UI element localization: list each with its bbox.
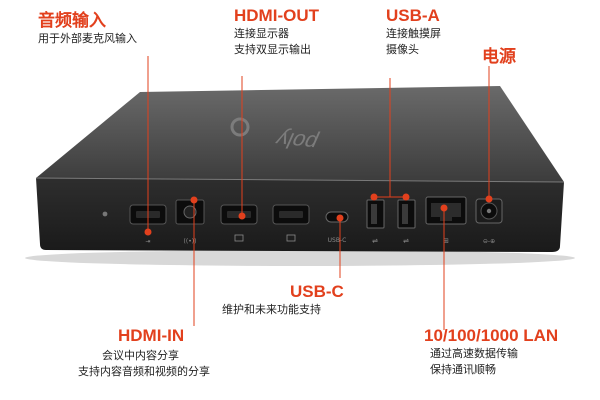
callout-lan: 10/100/1000 LAN 通过高速数据传输 保持通讯顺畅 — [424, 326, 558, 378]
usb-a-port-icon — [397, 199, 416, 229]
callout-desc: 支持内容音频和视频的分享 — [78, 365, 210, 378]
callout-title: 电源 — [482, 47, 516, 66]
callout-hdmi-in-desc: 会议中内容分享 支持内容音频和视频的分享 — [78, 348, 210, 380]
callout-dots — [144, 193, 493, 236]
svg-text:((•)): ((•)) — [184, 238, 197, 245]
callout-desc: 会议中内容分享 — [102, 349, 179, 362]
hdmi-port-icon — [272, 204, 310, 225]
callout-desc: 维护和未来功能支持 — [222, 303, 321, 316]
svg-text:⇌: ⇌ — [403, 237, 409, 245]
callout-desc: 连接显示器 — [234, 27, 289, 40]
usb-a-port-icon — [366, 199, 385, 229]
callout-power: 电源 — [482, 42, 516, 67]
callout-desc: 用于外部麦克风输入 — [38, 32, 137, 45]
audio-jack-icon — [175, 199, 205, 225]
svg-text:⇥: ⇥ — [145, 238, 150, 245]
callout-desc: 保持通讯顺畅 — [430, 363, 496, 376]
port-legends: ⇥ ((•)) USB-C ⇌ ⇌ ⊞ ⊖-⊕ — [145, 234, 495, 245]
callout-hdmi-out: HDMI-OUT 连接显示器 支持双显示输出 — [234, 6, 319, 58]
callout-desc: 支持双显示输出 — [234, 43, 311, 56]
callout-desc: 连接触摸屏 — [386, 27, 441, 40]
callout-title: 音频输入 — [38, 11, 106, 30]
callout-hdmi-in: HDMI-IN — [118, 326, 184, 346]
callout-usb-c: USB-C 维护和未来功能支持 — [222, 282, 344, 318]
status-led — [102, 211, 108, 217]
callout-desc: 摄像头 — [386, 43, 419, 56]
svg-text:⇌: ⇌ — [372, 237, 378, 245]
svg-text:USB-C: USB-C — [328, 237, 347, 244]
callout-title: HDMI-OUT — [234, 6, 319, 25]
device-shadow — [25, 250, 575, 266]
power-port-icon — [475, 198, 503, 224]
callout-desc: 通过高速数据传输 — [430, 347, 518, 360]
callout-title: 10/100/1000 LAN — [424, 326, 559, 345]
callout-title: HDMI-IN — [118, 326, 185, 345]
callout-lines — [147, 56, 490, 330]
device-top — [36, 86, 564, 182]
callout-audio-in: 音频输入 用于外部麦克风输入 — [38, 6, 137, 47]
callout-usb-a: USB-A 连接触摸屏 摄像头 — [386, 6, 441, 58]
svg-text:⊖-⊕: ⊖-⊕ — [483, 238, 495, 245]
callout-title: USB-C — [290, 282, 344, 301]
svg-text:⊞: ⊞ — [443, 237, 449, 245]
callout-title: USB-A — [386, 6, 440, 25]
